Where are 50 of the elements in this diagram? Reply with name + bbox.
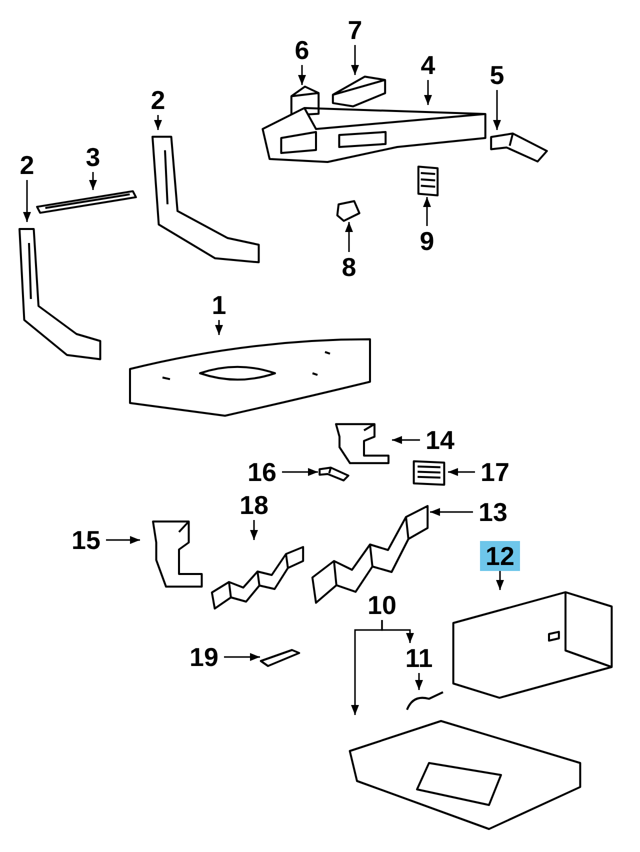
leader-line xyxy=(215,320,223,335)
wire-drawing xyxy=(405,690,445,712)
plug-drawing xyxy=(336,200,362,222)
bar-drawing xyxy=(35,190,138,214)
callout-number: 17 xyxy=(475,457,515,487)
leader-line xyxy=(415,673,423,690)
leader-line xyxy=(493,90,501,130)
callout-number: 19 xyxy=(184,642,224,672)
cover-drawing xyxy=(330,75,388,108)
vent-drawing xyxy=(416,165,440,197)
leader-line xyxy=(154,115,162,130)
callout-number: 9 xyxy=(407,226,447,256)
leader-line xyxy=(106,536,140,544)
callout-number: 11 xyxy=(399,643,439,673)
leader-line xyxy=(496,571,504,590)
leader-line xyxy=(430,508,473,516)
callout-number: 2 xyxy=(7,150,47,180)
callout-number: 4 xyxy=(408,50,448,80)
leader-line xyxy=(23,180,31,222)
leader-line xyxy=(424,80,432,105)
vent-drawing xyxy=(410,460,448,486)
leader-line xyxy=(448,468,475,476)
callout-number: 2 xyxy=(138,85,178,115)
callout-number: 6 xyxy=(282,35,322,65)
callout-number: 16 xyxy=(242,457,282,487)
clip-drawing xyxy=(488,130,550,165)
callout-number: 15 xyxy=(66,525,106,555)
callout-number: 10 xyxy=(362,590,402,620)
callout-number: 14 xyxy=(420,425,460,455)
clip-drawing xyxy=(318,466,350,482)
leader-line xyxy=(89,172,97,190)
leader-line xyxy=(345,222,353,252)
leader-line xyxy=(282,468,318,476)
leader-line xyxy=(392,436,420,444)
callout-number: 5 xyxy=(477,60,517,90)
callout-number: 13 xyxy=(473,497,513,527)
leader-line xyxy=(224,653,260,661)
callout-number: 8 xyxy=(329,252,369,282)
callout-number: 1 xyxy=(199,290,239,320)
callout-number: 3 xyxy=(73,142,113,172)
leader-line xyxy=(351,45,359,75)
callout-number: 7 xyxy=(335,15,375,45)
shelf-drawing xyxy=(450,590,615,700)
leader-line xyxy=(423,197,431,226)
leader-line xyxy=(381,620,414,643)
callout-number: 18 xyxy=(234,490,274,520)
leader-line xyxy=(298,65,306,85)
callout-number: 12 xyxy=(480,541,520,571)
leader-line xyxy=(250,520,258,540)
pin-drawing xyxy=(260,647,300,667)
